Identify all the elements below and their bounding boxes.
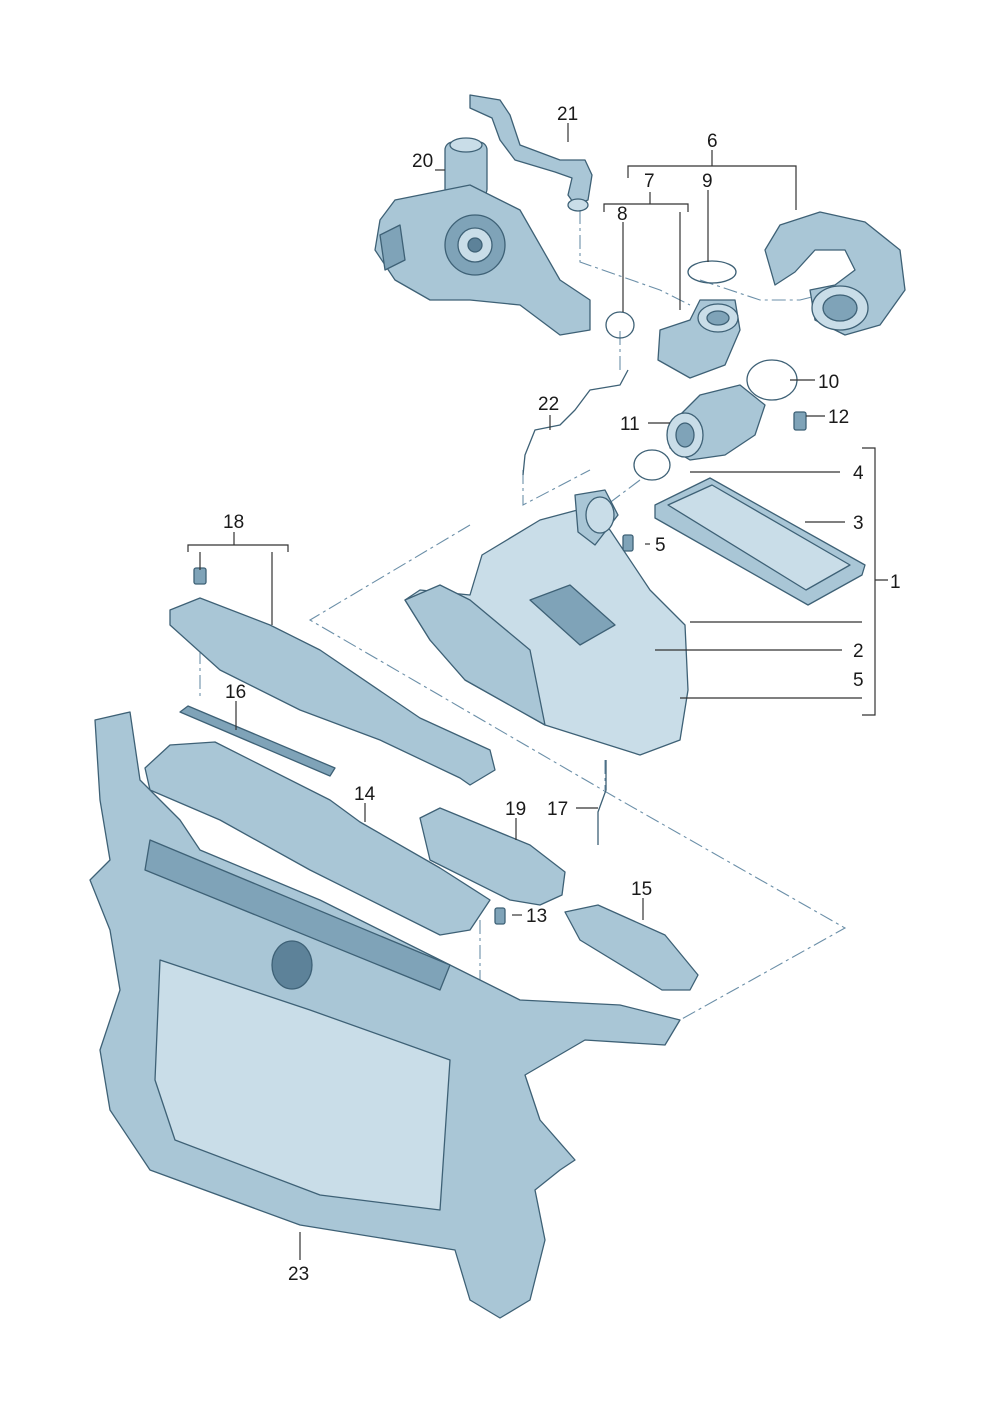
part-6-corrugated-hose — [764, 211, 906, 336]
part-21-hose — [469, 94, 593, 212]
part-17-hose — [597, 760, 607, 845]
part-4-seal — [633, 449, 671, 481]
leader-lines — [187, 123, 888, 1260]
callout-6: 6 — [707, 131, 718, 152]
callout-3: 3 — [853, 513, 864, 534]
callout-9: 9 — [702, 171, 713, 192]
part-15-air-guide — [564, 904, 699, 991]
callout-23: 23 — [288, 1264, 309, 1285]
callout-1: 1 — [890, 572, 901, 593]
callout-2: 2 — [853, 641, 864, 662]
callout-22: 22 — [538, 394, 559, 415]
part-22-pipe — [522, 369, 629, 476]
part-14-duct — [144, 741, 491, 936]
part-7-elbow — [657, 299, 741, 379]
callout-7: 7 — [644, 171, 655, 192]
callout-17: 17 — [547, 799, 568, 820]
part-10-clamp — [746, 359, 798, 401]
callout-20: 20 — [412, 151, 433, 172]
callout-5b: 5 — [853, 670, 864, 691]
callout-10: 10 — [818, 372, 839, 393]
part-19-resonator — [419, 807, 566, 925]
part-16-bar — [179, 705, 336, 777]
callout-16: 16 — [225, 682, 246, 703]
callout-19: 19 — [505, 799, 526, 820]
part-9-clamp — [687, 260, 737, 284]
callouts: 1 2 3 4 5 5 6 7 8 9 10 11 12 13 14 15 16… — [223, 104, 901, 1285]
callout-5a: 5 — [655, 535, 666, 556]
callout-13: 13 — [526, 906, 547, 927]
part-1-air-filter-housing — [404, 489, 689, 756]
part-8-o-ring — [605, 311, 635, 339]
callout-18: 18 — [223, 512, 244, 533]
callout-12: 12 — [828, 407, 849, 428]
part-3-filter-element — [654, 477, 866, 606]
callout-8: 8 — [617, 204, 628, 225]
callout-15: 15 — [631, 879, 652, 900]
callout-4: 4 — [853, 463, 864, 484]
callout-14: 14 — [354, 784, 376, 805]
callout-11: 11 — [620, 414, 640, 435]
part-11-intake-sleeve — [666, 384, 766, 461]
part-20-turbocharger — [374, 137, 591, 336]
part-12-screw — [793, 411, 807, 431]
assembly-lines — [199, 210, 847, 1021]
callout-21: 21 — [557, 104, 578, 125]
part-23-front-carrier — [89, 711, 681, 1319]
